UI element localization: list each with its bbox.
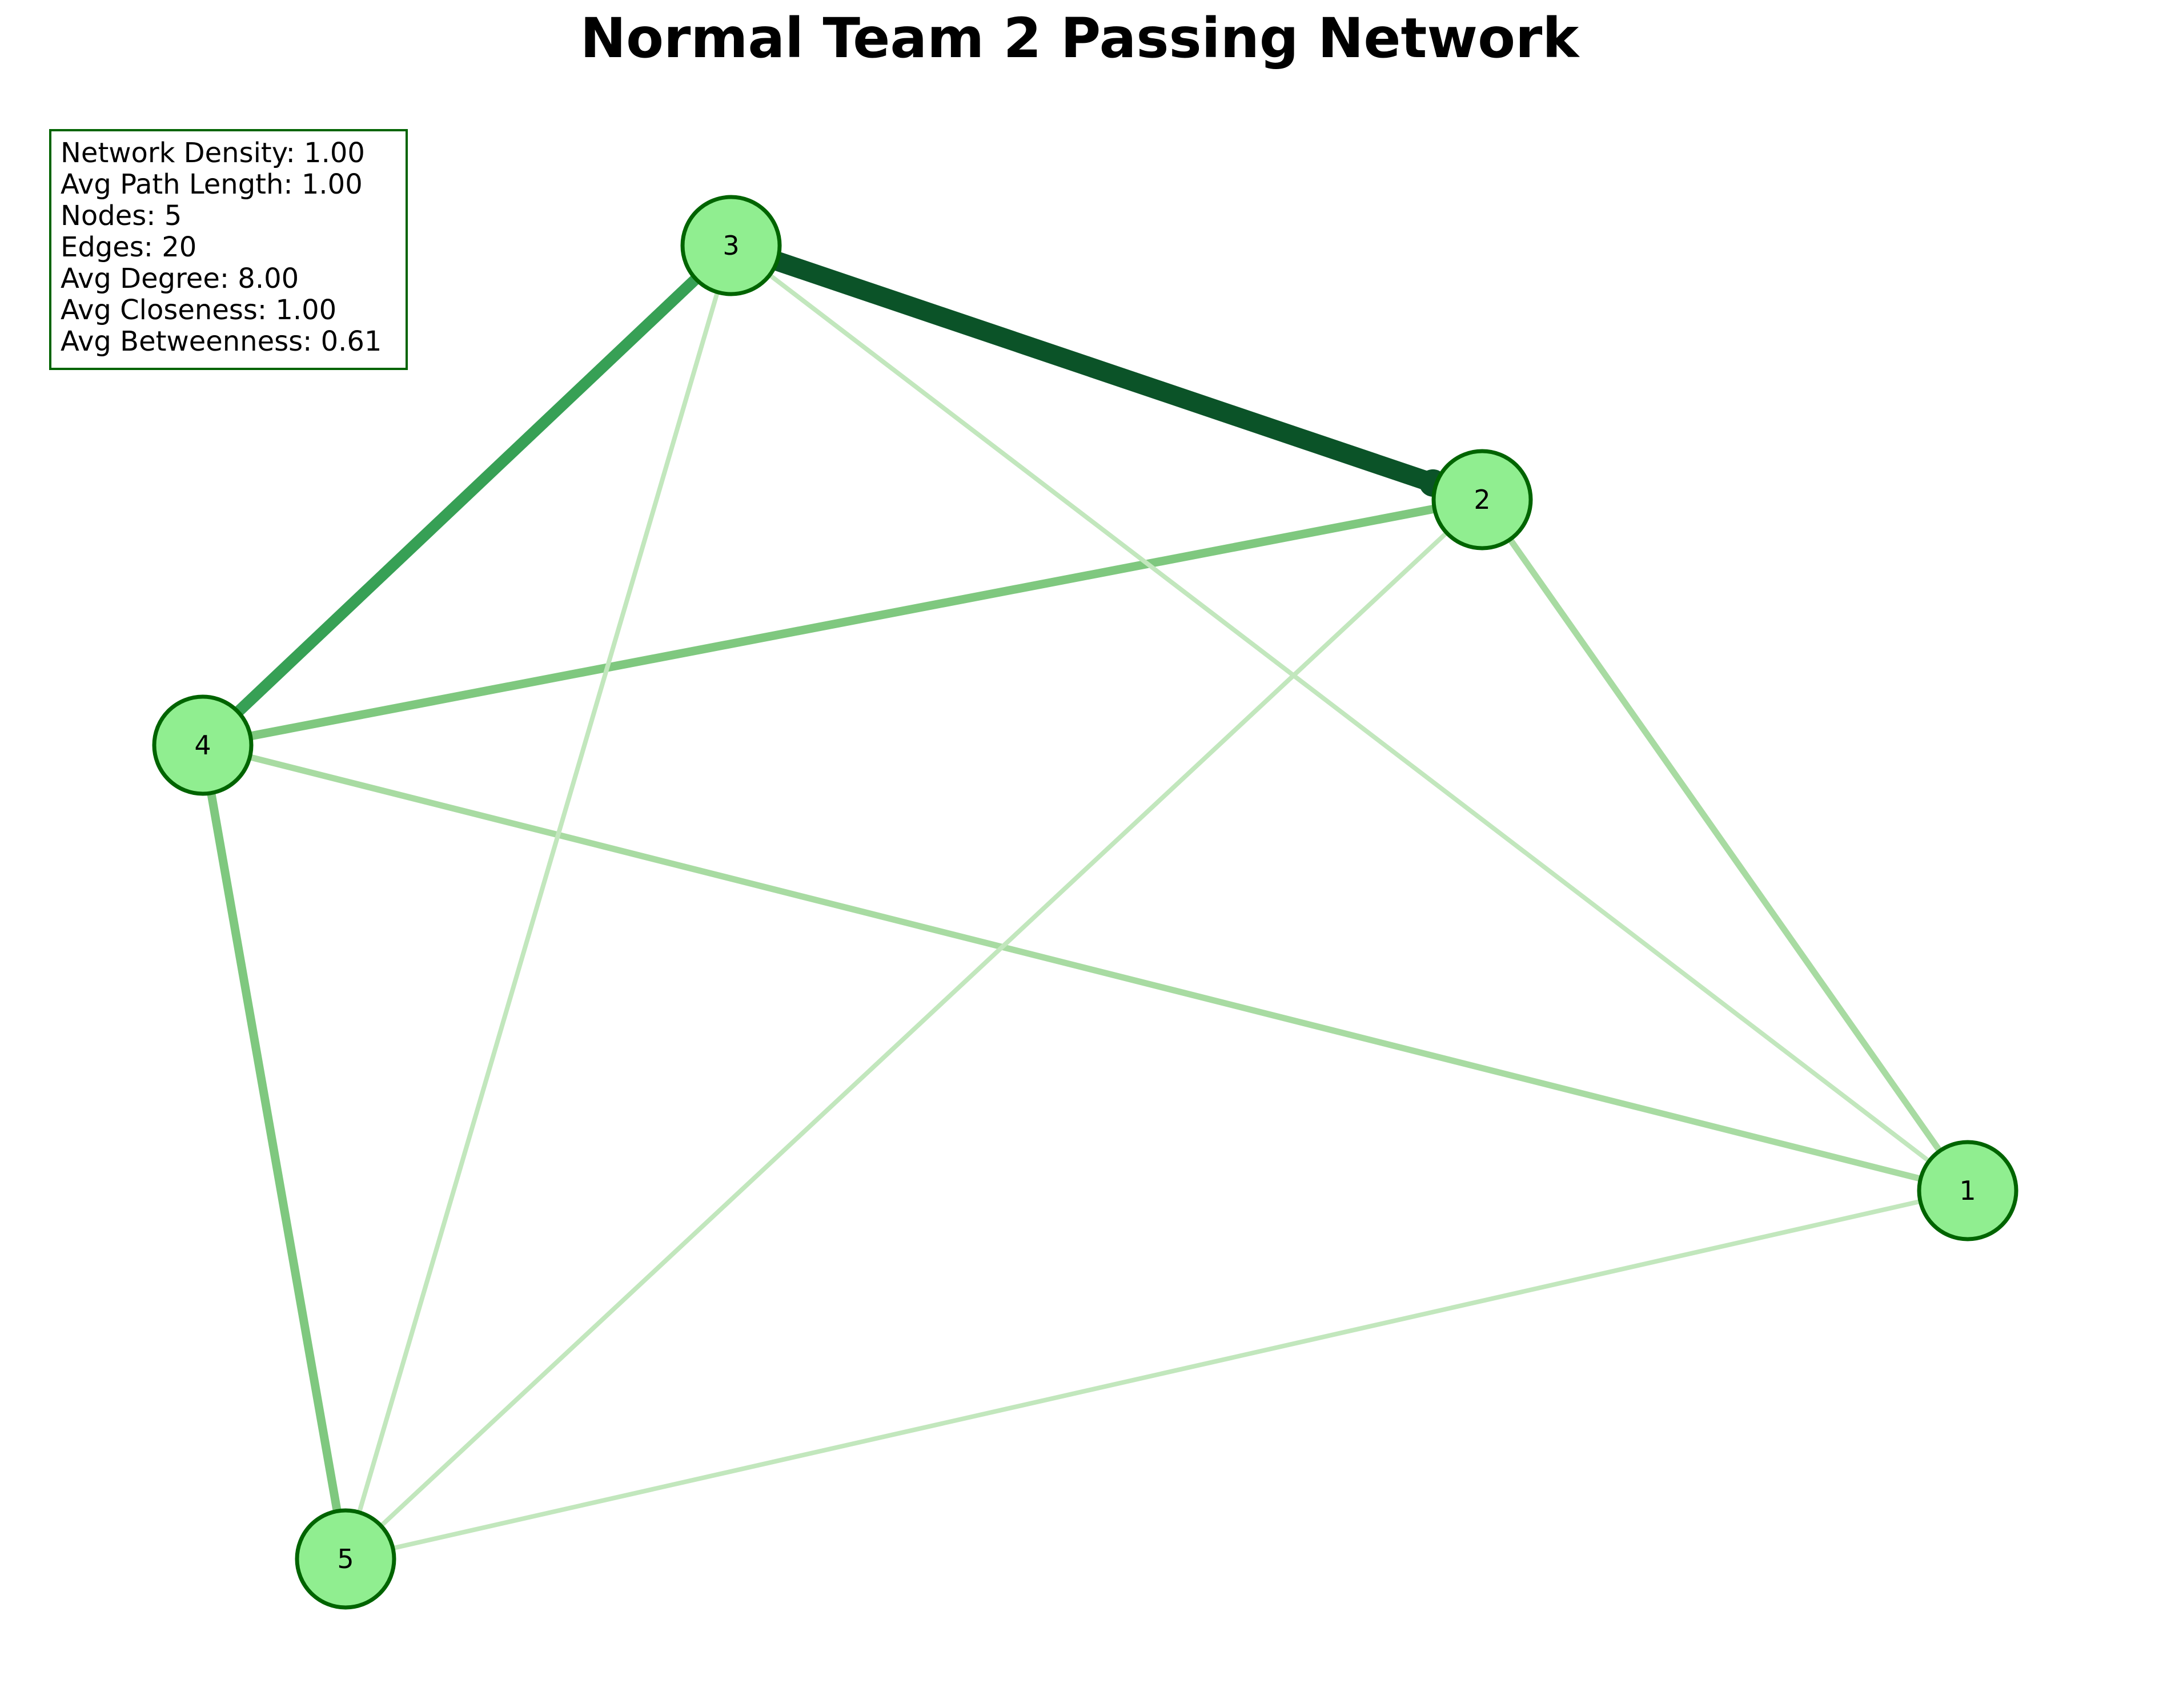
edge-4-5: [198, 744, 350, 1560]
edge-3-2: [728, 236, 1486, 509]
edge-4-1: [202, 742, 1969, 1194]
chart-title: Normal Team 2 Passing Network: [580, 6, 1580, 70]
edge-3-1: [729, 243, 1969, 1193]
nodes-layer: 1 2 3 4 5: [152, 195, 2018, 1610]
node-2: 2: [1431, 449, 1533, 550]
edge-3-5: [343, 244, 733, 1560]
edge-5-1: [345, 1188, 1968, 1561]
node-label: 3: [723, 230, 739, 261]
node-circle: [1431, 449, 1533, 550]
stats-edges: Edges: 20: [61, 231, 196, 263]
node-circle: [680, 195, 782, 296]
stats-box-border: [49, 129, 408, 370]
node-label: 5: [337, 1544, 354, 1574]
node-label: 4: [194, 730, 211, 761]
node-5: 5: [295, 1508, 396, 1610]
stats-avg-betweenness: Avg Betweenness: 0.61: [61, 325, 382, 357]
node-4: 4: [152, 694, 254, 796]
edge-2-5: [344, 498, 1484, 1561]
edge-2-1: [1479, 497, 1971, 1193]
stats-nodes: Nodes: 5: [61, 200, 182, 232]
edge-4-3: [199, 241, 735, 750]
stats-network-density: Network Density: 1.00: [61, 137, 365, 169]
stats-avg-degree: Avg Degree: 8.00: [61, 263, 299, 295]
edge-4-2: [202, 495, 1483, 750]
stats-avg-closeness: Avg Closeness: 1.00: [61, 294, 336, 326]
node-circle: [152, 694, 254, 796]
node-label: 2: [1474, 484, 1490, 515]
network-stats-box: Network Density: 1.00 Avg Path Length: 1…: [49, 129, 408, 370]
node-3: 3: [680, 195, 782, 296]
node-circle: [1917, 1140, 2018, 1241]
node-circle: [295, 1508, 396, 1610]
node-label: 1: [1959, 1175, 1976, 1206]
node-1: 1: [1917, 1140, 2018, 1241]
edges-layer: [198, 236, 1971, 1561]
stats-avg-path-length: Avg Path Length: 1.00: [61, 168, 363, 200]
